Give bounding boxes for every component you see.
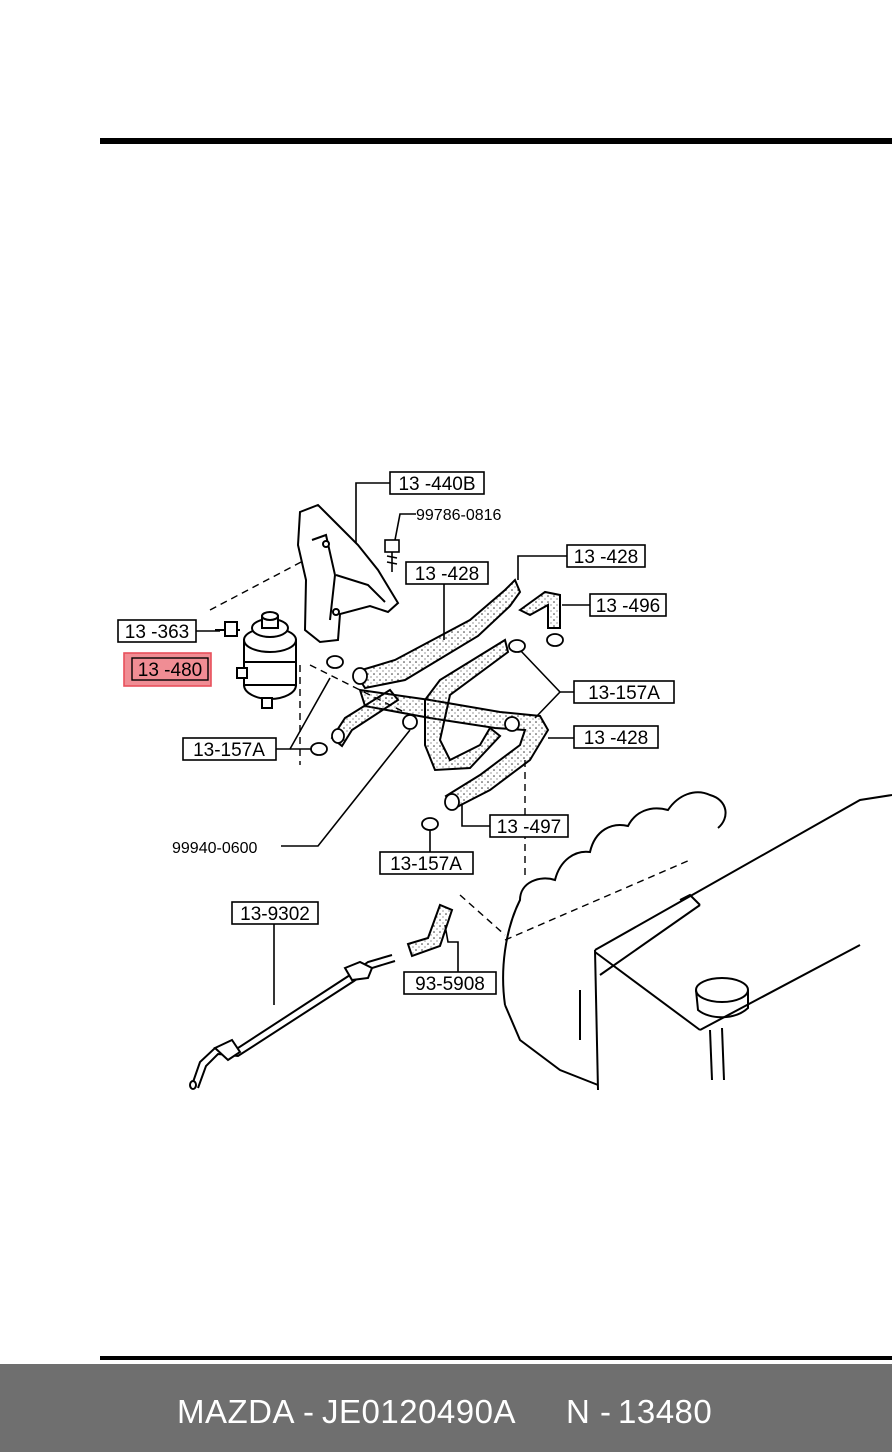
bracket-13-440b — [296, 503, 400, 644]
svg-text:13-157A: 13-157A — [193, 740, 265, 761]
svg-text:13 -428: 13 -428 — [574, 547, 638, 568]
svg-text:13 -428: 13 -428 — [415, 564, 479, 585]
clamps — [310, 633, 564, 831]
bottom-rule — [100, 1356, 892, 1360]
label-13-428-low[interactable]: 13 -428 — [573, 725, 659, 749]
svg-text:13 -496: 13 -496 — [596, 596, 660, 617]
label-13-428-top[interactable]: 13 -428 — [566, 544, 646, 568]
label-13-363[interactable]: 13 -363 — [117, 619, 197, 643]
svg-text:99940-0600: 99940-0600 — [172, 840, 258, 857]
svg-text:13 -363: 13 -363 — [125, 622, 189, 643]
bolt-99786-0816 — [384, 539, 400, 572]
canister-13-480 — [215, 611, 297, 709]
svg-text:13-157A: 13-157A — [390, 854, 462, 875]
svg-text:13 -440B: 13 -440B — [398, 474, 475, 495]
footer-brand: MAZDA — [177, 1393, 295, 1430]
svg-text:13 -497: 13 -497 — [497, 817, 561, 838]
label-13-440b[interactable]: 13 -440B — [389, 471, 485, 495]
svg-text:13 -428: 13 -428 — [584, 728, 648, 749]
label-13-9302[interactable]: 13-9302 — [231, 901, 319, 925]
label-13-480-highlighted[interactable]: 13 -480 — [123, 652, 212, 687]
svg-text:13-9302: 13-9302 — [240, 904, 310, 925]
label-13-497[interactable]: 13 -497 — [489, 814, 569, 838]
label-13-157a-bottom[interactable]: 13-157A — [379, 851, 474, 875]
label-99940-0600[interactable]: 99940-0600 — [172, 840, 258, 857]
footer-bar: MAZDA - JE0120490A N - 13480 — [0, 1364, 892, 1452]
engine-outline — [502, 791, 892, 1091]
label-13-157a-right[interactable]: 13-157A — [573, 680, 675, 704]
footer-ref-number: 13480 — [618, 1393, 713, 1430]
svg-text:13 -480: 13 -480 — [138, 660, 202, 681]
label-13-496[interactable]: 13 -496 — [589, 593, 667, 617]
top-rule — [100, 138, 892, 144]
label-99786-0816[interactable]: 99786-0816 — [416, 507, 502, 524]
svg-text:13-157A: 13-157A — [588, 683, 660, 704]
footer-separator: - — [303, 1393, 315, 1430]
label-13-428-mid[interactable]: 13 -428 — [405, 561, 489, 585]
svg-text:99786-0816: 99786-0816 — [416, 507, 502, 524]
pipe-13-9302 — [189, 954, 396, 1090]
footer-ref-prefix: N - — [566, 1393, 612, 1430]
label-93-5908[interactable]: 93-5908 — [403, 971, 497, 995]
label-13-157a-left[interactable]: 13-157A — [182, 737, 277, 761]
dashed-guides — [209, 559, 691, 941]
svg-text:93-5908: 93-5908 — [415, 974, 485, 995]
footer-part-number: JE0120490A — [322, 1393, 516, 1430]
hoses — [330, 578, 561, 958]
